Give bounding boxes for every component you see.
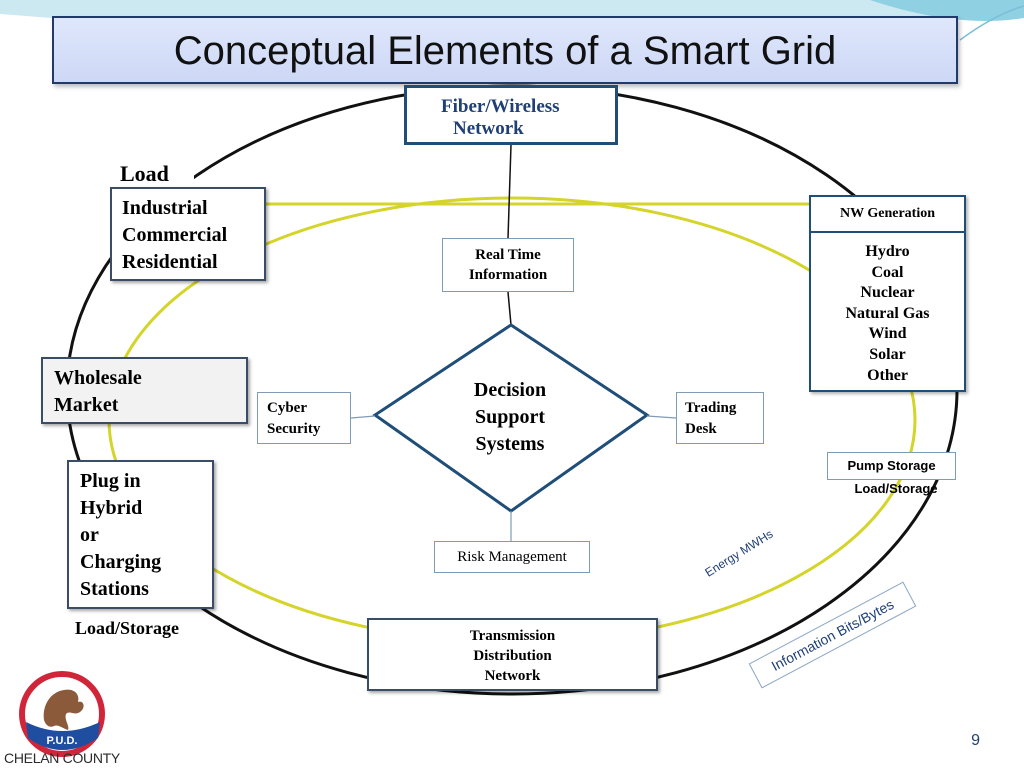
- decision-support-label: Decision Support Systems: [440, 377, 580, 461]
- top-right-swoosh: [870, 0, 1024, 21]
- load-sectors-box: Industrial Commercial Residential: [110, 187, 266, 281]
- network-line-1: Fiber/Wireless: [441, 96, 560, 117]
- transmission-line-3: Network: [484, 668, 541, 684]
- network-line-2: Network: [453, 118, 524, 139]
- page-number: 9: [971, 732, 980, 749]
- plugin-hybrid-box: Plug in Hybrid or Charging Stations: [67, 460, 214, 609]
- pump-storage-box: Pump Storage: [827, 452, 956, 480]
- chelan-county-wordmark: CHELAN COUNTY: [4, 750, 120, 766]
- generation-item-nuclear: Nuclear: [860, 284, 915, 302]
- chelan-pud-logo: P.U.D.: [19, 671, 105, 757]
- generation-item-solar: Solar: [869, 345, 906, 363]
- cyber-line-1: Cyber: [267, 400, 307, 416]
- nw-generation-title: NW Generation: [811, 197, 964, 233]
- nw-generation-box: NW Generation Hydro Coal Nuclear Natural…: [809, 195, 966, 392]
- load-item-commercial: Commercial: [122, 224, 228, 246]
- realtime-line-1: Real Time: [475, 247, 541, 263]
- trading-desk-box: Trading Desk: [676, 392, 764, 444]
- load-item-residential: Residential: [122, 251, 218, 273]
- plugin-line-2: Hybrid: [80, 497, 143, 519]
- svg-text:P.U.D.: P.U.D.: [47, 735, 78, 747]
- generation-item-other: Other: [867, 366, 908, 384]
- cyber-line-2: Security: [267, 421, 321, 437]
- plugin-load-storage-caption: Load/Storage: [75, 618, 180, 638]
- load-item-industrial: Industrial: [122, 197, 208, 219]
- trading-link: [646, 415, 677, 419]
- plugin-line-5: Stations: [80, 578, 149, 600]
- generation-item-wind: Wind: [868, 325, 907, 343]
- wholesale-market-box: Wholesale Market: [41, 357, 248, 424]
- generation-list: Hydro Coal Nuclear Natural Gas Wind Sola…: [811, 233, 964, 386]
- generation-item-hydro: Hydro: [865, 243, 910, 260]
- wholesale-line-2: Market: [54, 394, 119, 416]
- decision-line-2: Support: [474, 406, 546, 428]
- real-time-information-box: Real Time Information: [442, 238, 574, 292]
- pump-load-storage-caption: Load/Storage: [854, 481, 938, 496]
- top-right-curve: [959, 5, 1024, 41]
- plugin-line-4: Charging: [80, 551, 162, 573]
- network-realtime-link: [507, 144, 512, 239]
- risk-management-box: Risk Management: [434, 541, 590, 573]
- transmission-line-1: Transmission: [469, 628, 556, 644]
- realtime-line-2: Information: [468, 267, 548, 283]
- decision-line-1: Decision: [473, 379, 547, 401]
- wholesale-line-1: Wholesale: [54, 367, 142, 389]
- cyber-link: [350, 415, 376, 419]
- plugin-line-3: or: [80, 524, 99, 546]
- decision-line-3: Systems: [475, 433, 545, 455]
- cyber-security-box: Cyber Security: [257, 392, 351, 444]
- realtime-decision-link: [507, 291, 512, 326]
- generation-item-natural-gas: Natural Gas: [845, 304, 930, 322]
- load-heading: Load: [104, 157, 194, 191]
- generation-item-coal: Coal: [871, 263, 904, 281]
- fiber-wireless-network-box: Fiber/Wireless Network: [404, 85, 618, 145]
- trading-line-2: Desk: [685, 421, 717, 437]
- transmission-line-2: Distribution: [473, 648, 552, 664]
- transmission-distribution-box: Transmission Distribution Network: [367, 618, 658, 691]
- slide-title: Conceptual Elements of a Smart Grid: [52, 16, 958, 84]
- plugin-line-1: Plug in: [80, 470, 141, 492]
- trading-line-1: Trading: [685, 400, 737, 416]
